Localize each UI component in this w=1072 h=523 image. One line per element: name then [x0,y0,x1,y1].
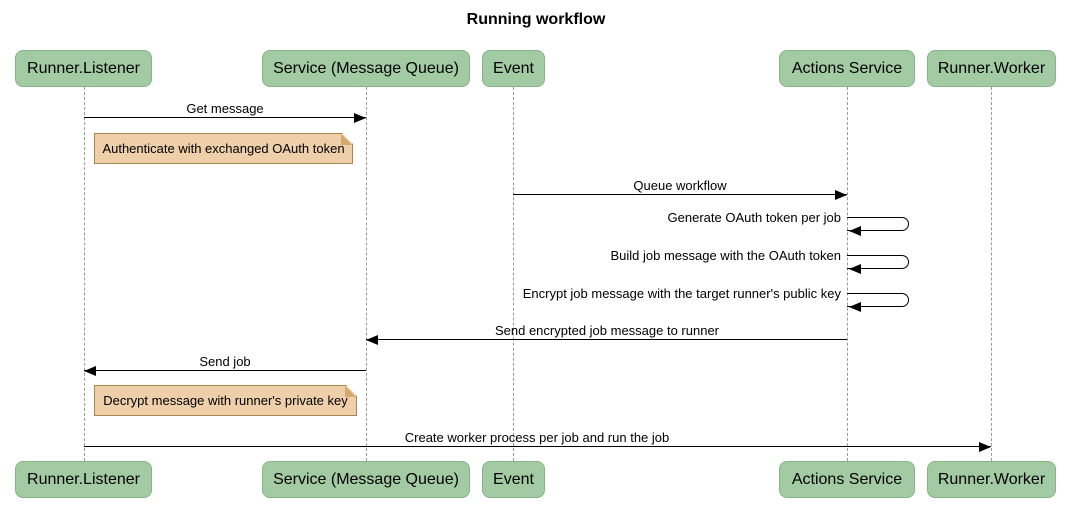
self-message-line [847,217,909,231]
message-line [366,339,847,340]
lifeline-service-message-queue [366,87,367,461]
actor-top-runner-listener: Runner.Listener [15,50,152,87]
message-label: Generate OAuth token per job [667,210,841,225]
note-decrypt: Decrypt message with runner's private ke… [94,385,357,416]
arrowhead-left-icon [84,366,96,376]
actor-label: Actions Service [791,59,903,77]
message-line [84,446,991,447]
actor-bottom-runner-worker: Runner.Worker [927,461,1056,498]
arrowhead-left-icon [849,226,861,236]
message-label: Send job [199,354,251,369]
actor-label: Service (Message Queue) [273,470,459,488]
actor-bottom-event: Event [482,461,545,498]
arrowhead-left-icon [849,264,861,274]
note-fold-icon [346,385,357,396]
actor-label: Event [493,59,534,77]
message-line [84,370,366,371]
actor-top-actions-service: Actions Service [779,50,915,87]
actor-label: Actions Service [791,470,903,488]
arrowhead-right-icon [835,190,847,200]
lifeline-runner-worker [991,87,992,461]
lifeline-event [513,87,514,461]
message-label: Queue workflow [633,178,727,193]
arrowhead-right-icon [979,442,991,452]
message-label: Create worker process per job and run th… [404,430,670,445]
actor-bottom-service-message-queue: Service (Message Queue) [262,461,470,498]
message-label: Get message [186,101,264,116]
message-line [84,117,366,118]
self-message-line [847,293,909,307]
message-label: Build job message with the OAuth token [610,248,841,263]
lifeline-runner-listener [84,87,85,461]
actor-label: Service (Message Queue) [273,59,459,77]
actor-top-event: Event [482,50,545,87]
self-message-line [847,255,909,269]
actor-label: Runner.Worker [937,59,1046,77]
diagram-title: Running workflow [466,11,606,28]
note-label: Authenticate with exchanged OAuth token [102,141,345,156]
message-line [513,194,847,195]
actor-label: Event [493,470,534,488]
actor-bottom-runner-listener: Runner.Listener [15,461,152,498]
message-label: Send encrypted job message to runner [494,323,720,338]
note-label: Decrypt message with runner's private ke… [103,393,348,408]
note-fold-icon [342,133,353,144]
actor-top-service-message-queue: Service (Message Queue) [262,50,470,87]
actor-top-runner-worker: Runner.Worker [927,50,1056,87]
actor-label: Runner.Listener [27,470,140,488]
arrowhead-right-icon [354,113,366,123]
message-label: Encrypt job message with the target runn… [522,286,841,301]
arrowhead-left-icon [849,302,861,312]
actor-bottom-actions-service: Actions Service [779,461,915,498]
actor-label: Runner.Worker [937,470,1046,488]
lifeline-actions-service [847,87,848,461]
note-authenticate: Authenticate with exchanged OAuth token [94,133,353,164]
actor-label: Runner.Listener [27,59,140,77]
arrowhead-left-icon [366,335,378,345]
